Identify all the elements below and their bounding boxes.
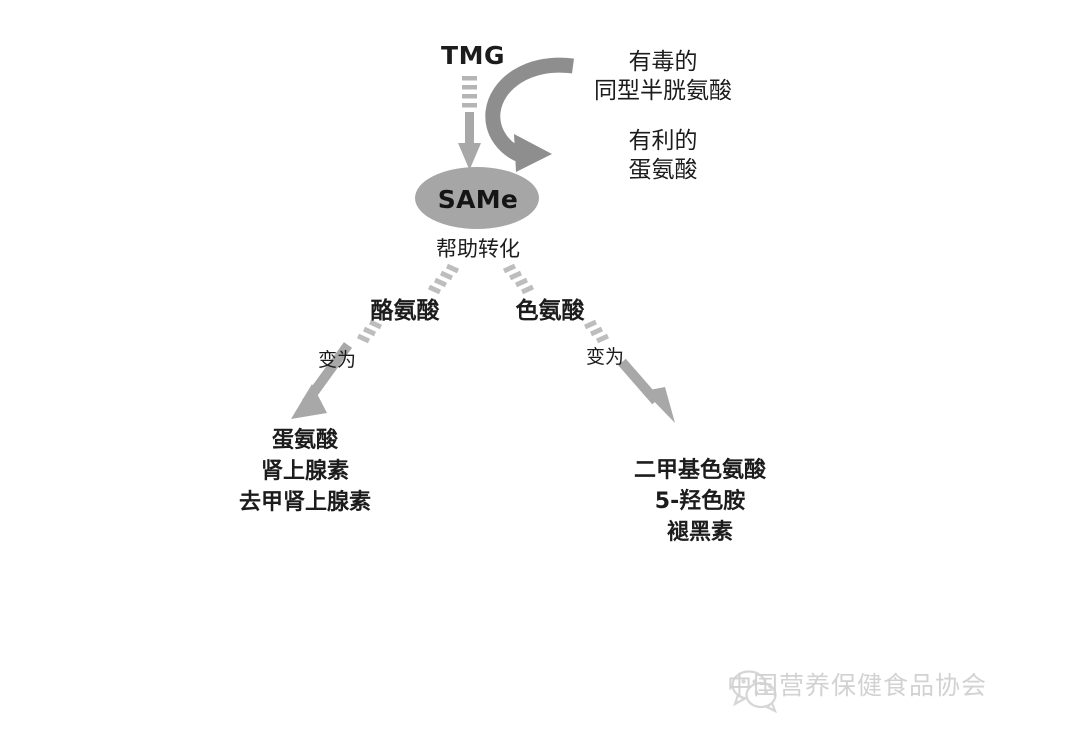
footer-organization-name: 中国营养保健食品协会 — [727, 671, 988, 700]
edge-label-helps-convert: 帮助转化 — [436, 237, 520, 261]
edge-label-becomes-right: 变为 — [585, 346, 624, 368]
edge-label-becomes-left: 变为 — [317, 349, 356, 371]
side-note-beneficial-line1: 有利的 — [628, 128, 698, 154]
side-note-beneficial-line2: 蛋氨酸 — [628, 157, 698, 184]
node-label-tmg: TMG — [441, 41, 505, 70]
products-right-line3: 褪黑素 — [666, 520, 733, 546]
node-label-same: SAMe — [437, 185, 519, 214]
side-note-toxic: 有毒的 同型半胱氨酸 — [543, 48, 783, 107]
conversion-curved-arrow — [485, 57, 574, 172]
products-left-line1: 蛋氨酸 — [271, 428, 338, 453]
products-left-group: 蛋氨酸 肾上腺素 去甲肾上腺素 — [195, 425, 415, 519]
tmg-to-same-arrow — [458, 112, 481, 170]
products-right-line1: 二甲基色氨酸 — [633, 458, 766, 483]
tyrosine-to-products-arrow — [291, 342, 353, 419]
tryptophan-to-products-arrow — [618, 358, 675, 423]
tyrosine-dashed-tail — [356, 319, 383, 344]
side-note-beneficial: 有利的 蛋氨酸 — [543, 127, 783, 186]
node-label-tyrosine: 酪氨酸 — [370, 298, 440, 324]
footer-watermark: 中国营养保健食品协会 — [727, 666, 987, 702]
branch-dashed-left — [427, 263, 460, 295]
side-note-toxic-line2: 同型半胱氨酸 — [594, 78, 732, 105]
tmg-dashed-segment — [462, 76, 477, 108]
node-label-tryptophan: 色氨酸 — [515, 298, 585, 324]
products-left-line3: 去甲肾上腺素 — [238, 490, 371, 516]
tryptophan-dashed-tail — [583, 319, 610, 344]
same-node-ellipse — [415, 167, 539, 229]
products-right-line2: 5-羟色胺 — [654, 489, 746, 515]
products-right-group: 二甲基色氨酸 5-羟色胺 褪黑素 — [585, 455, 815, 549]
products-left-line2: 肾上腺素 — [260, 459, 349, 485]
branch-dashed-right — [502, 263, 535, 295]
wechat-icon — [731, 670, 778, 714]
side-note-toxic-line1: 有毒的 — [628, 49, 698, 75]
